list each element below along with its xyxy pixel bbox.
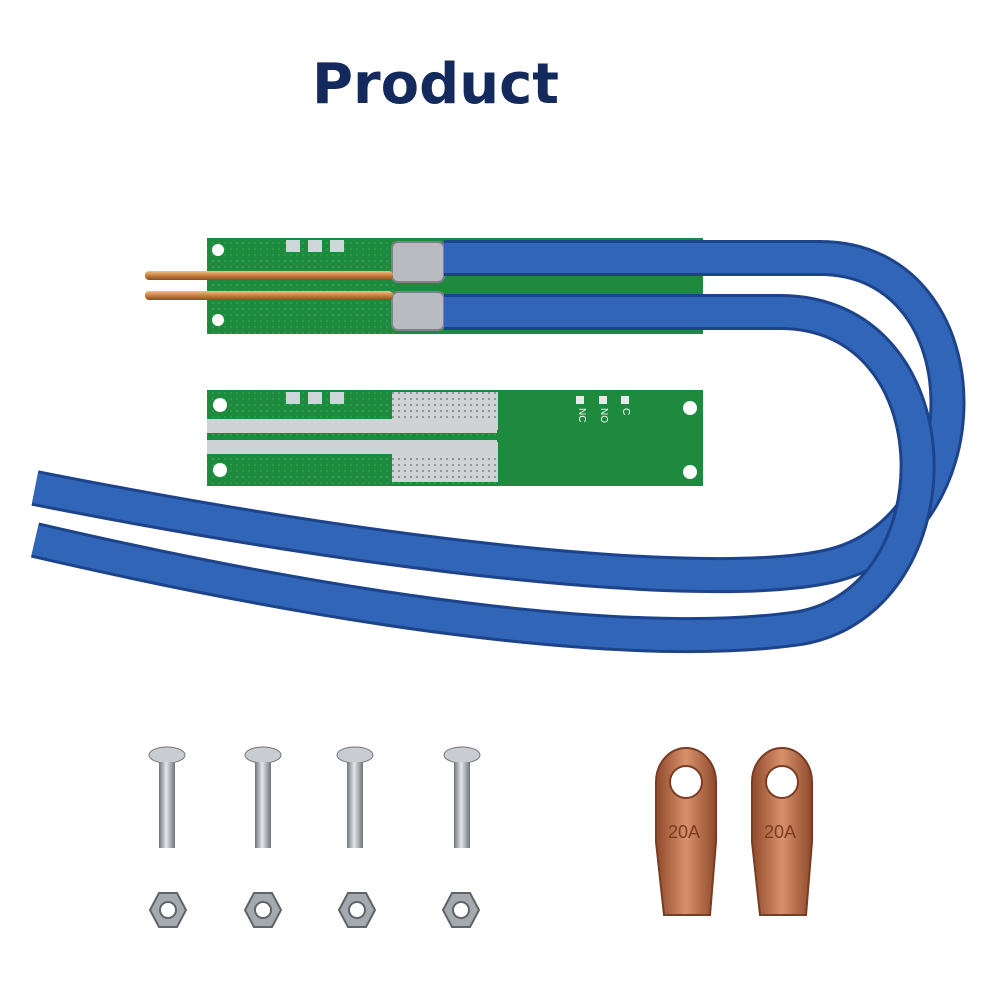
nuts — [148, 892, 481, 928]
blue-cables — [30, 240, 966, 653]
copper-electrode-rods — [145, 271, 393, 300]
hex-nut — [441, 892, 481, 928]
pcb-pads — [286, 240, 344, 252]
relay-pcb-board: NC NO C — [207, 390, 703, 486]
ring-lug: 20A — [751, 747, 813, 916]
mount-hole — [213, 463, 227, 477]
screw — [443, 746, 481, 848]
pcb-label-no: NO — [598, 408, 609, 423]
pcb-label-c: C — [620, 408, 631, 415]
screw — [244, 746, 282, 848]
solder-joints — [391, 241, 445, 331]
lug-marking: 20A — [764, 822, 796, 842]
hex-nut — [337, 892, 377, 928]
lug-marking: 20A — [668, 822, 700, 842]
screw — [336, 746, 374, 848]
pcb-label-nc: NC — [576, 408, 587, 422]
hex-nut — [148, 892, 188, 928]
ring-lug: 20A — [655, 747, 717, 916]
hex-nut — [243, 892, 283, 928]
screw — [148, 746, 186, 848]
mount-hole — [683, 465, 697, 479]
mount-hole — [213, 398, 227, 412]
pcb-pads — [286, 392, 344, 404]
page-title: Product — [312, 52, 560, 117]
mount-hole — [212, 314, 224, 326]
copper-ring-lugs: 20A 20A — [655, 747, 813, 916]
screws — [148, 746, 481, 848]
mount-hole — [212, 244, 224, 256]
mount-hole — [683, 401, 697, 415]
